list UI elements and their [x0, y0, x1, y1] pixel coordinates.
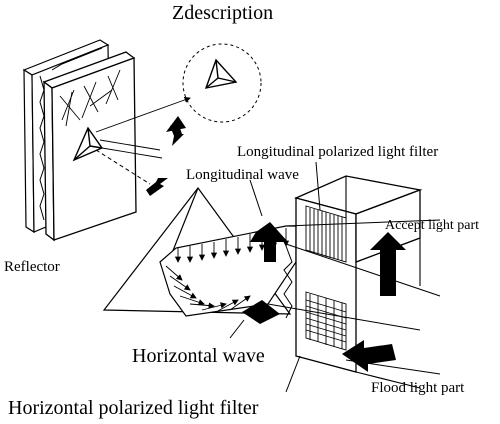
horizontal-wave-arrow	[242, 300, 280, 324]
zoomed-corner-cube	[204, 58, 238, 89]
zoom-guide-lines	[95, 96, 191, 159]
horizontal-filter-pointer	[285, 355, 301, 393]
filter-box-edges	[345, 176, 421, 389]
longitudinal-wave-pointer	[249, 179, 263, 217]
flood-light-label: Flood light part	[371, 380, 465, 396]
corner-cube-triangle	[72, 126, 104, 162]
reflector-prism-edge	[39, 47, 103, 221]
incident-ray-dashed	[95, 149, 151, 185]
longitudinal-wave-arrow	[250, 222, 288, 262]
reflector-prism-hatching	[59, 69, 121, 127]
horizontal-wave-vectors	[165, 265, 251, 313]
filter-box	[294, 175, 423, 373]
longitudinal-filter-label: Longitudinal polarized light filter	[237, 144, 439, 160]
longitudinal-filter-pointer	[315, 161, 321, 211]
diagram-title: Zdescription	[172, 2, 274, 24]
light-rays	[267, 219, 441, 375]
reflector-label: Reflector	[4, 259, 60, 275]
accept-light-arrow	[370, 232, 406, 296]
accept-light-label: Accept light part	[385, 218, 480, 233]
horizontal-wave-pointer	[229, 319, 245, 339]
horizontal-wave-label: Horizontal wave	[132, 345, 265, 367]
zoom-circle	[182, 43, 262, 123]
incident-arrow	[146, 178, 168, 196]
flood-light-arrow	[342, 340, 396, 372]
longitudinal-wave-label: Longitudinal wave	[186, 167, 299, 183]
horizontal-filter-label: Horizontal polarized light filter	[8, 397, 259, 419]
reflected-light-arrow-head	[166, 116, 186, 132]
reflector-front-panel	[42, 51, 137, 242]
longitudinal-filter-lines	[309, 208, 343, 261]
horizontal-filter-lines	[305, 294, 347, 349]
